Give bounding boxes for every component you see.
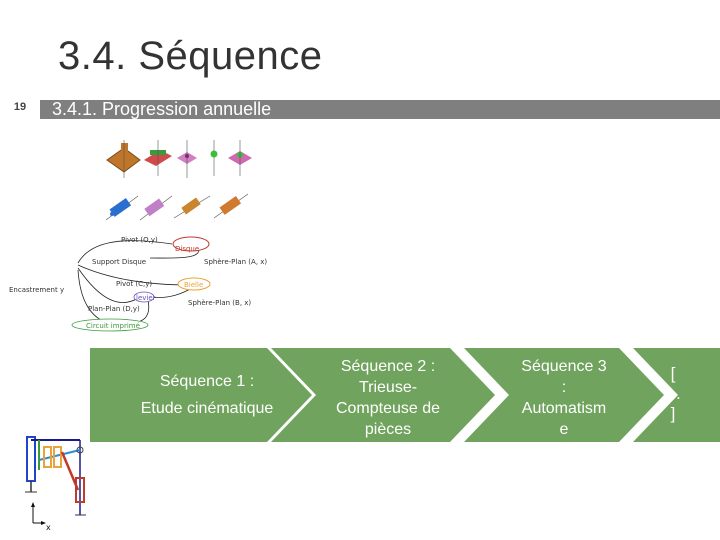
sequence-1-chevron[interactable] [90, 348, 312, 442]
sequence-3-label[interactable]: Séquence 3 : Automatism e [504, 356, 624, 440]
sequence-4-label[interactable]: [ … ] [658, 364, 688, 424]
sequence-2-line-3: Compteuse de [335, 400, 441, 417]
circuit-node [71, 318, 149, 332]
planar-joint-icon [106, 140, 141, 178]
sequence-4-line-2: … [664, 384, 682, 403]
page-title: 3.4. Séquence [58, 34, 323, 78]
sequence-3-line-2: : [561, 379, 567, 396]
sequence-4-line-3: ] [670, 404, 676, 423]
support-disque-label: Support Disque [92, 258, 146, 266]
pin-joint-icon [177, 140, 197, 178]
annular-joint-icon [213, 193, 249, 219]
sequence-1-label[interactable]: Séquence 1 : Etude cinématique [112, 371, 302, 419]
sequence-2-line-4: pièces [364, 421, 412, 438]
pivot-c-label: Pivot (C,y) [116, 280, 152, 288]
slide-number: 19 [0, 95, 40, 119]
levier-node [133, 291, 155, 303]
sequence-1-line-1: Séquence 1 : [159, 373, 255, 390]
levier-label: levier [136, 294, 156, 302]
sphere-plan-b-label: Sphère-Plan (B, x) [188, 299, 251, 307]
subtitle-bar [40, 100, 720, 119]
sphere-plane-icon [228, 140, 252, 176]
sequence-4-chevron[interactable] [633, 348, 720, 442]
circuit-label: Circuit imprimé [86, 322, 140, 330]
subtitle: 3.4.1. Progression annuelle [52, 99, 272, 119]
bielle-node [177, 277, 211, 291]
sequence-4-line-1: [ [670, 364, 676, 383]
bielle-label: Bielle [184, 281, 203, 289]
axis-x-label: x [46, 523, 51, 532]
disque-label: Disque [175, 245, 199, 253]
plan-plan-label: Plan-Plan (D,y) [88, 305, 140, 313]
prismatic-joint-icon [144, 140, 172, 176]
linear-joint-icon [173, 195, 211, 219]
disque-node [172, 236, 210, 252]
sequence-3-line-1: Séquence 3 [521, 358, 607, 375]
sequence-2-label[interactable]: Séquence 2 : Trieuse- Compteuse de pièce… [318, 356, 458, 440]
sequence-2-line-1: Séquence 2 : [340, 358, 436, 375]
sequence-3-chevron[interactable] [464, 348, 664, 442]
ball-joint-icon [210, 140, 218, 176]
sequence-3-line-3: Automatism [521, 400, 607, 417]
sphere-plan-a-label: Sphère-Plan (A, x) [204, 258, 267, 266]
helical-joint-icon [139, 195, 173, 221]
pivot-o-label: Pivot (O,y) [121, 236, 158, 244]
sequence-1-line-2: Etude cinématique [140, 400, 274, 417]
encastrement-label: Encastrement y [9, 286, 64, 294]
sequence-2-chevron[interactable] [271, 348, 495, 442]
sequence-3-line-4: e [559, 421, 569, 438]
kinematic-schematic-diagram: x [25, 436, 86, 532]
sequence-2-line-2: Trieuse- [358, 379, 418, 396]
cylindrical-joint-icon [105, 195, 139, 221]
